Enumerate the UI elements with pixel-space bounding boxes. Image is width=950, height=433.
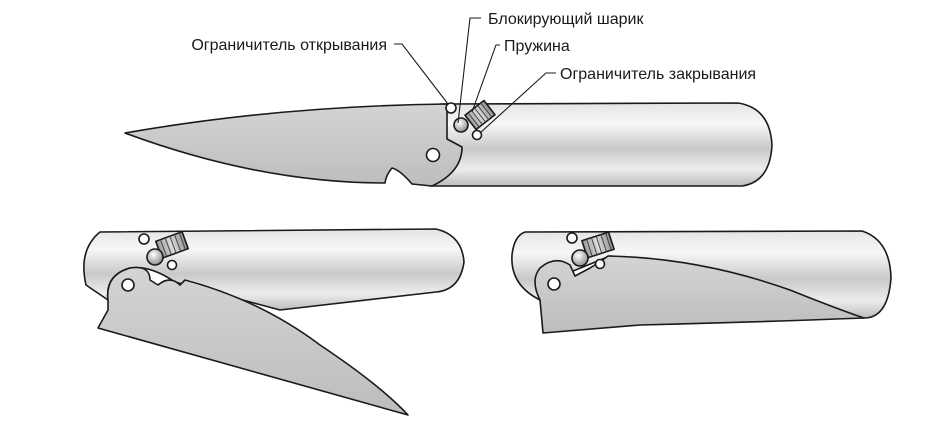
lock-ball-open [453,117,469,133]
blade-open [124,103,463,187]
knife-half-open [83,228,465,416]
spring-open [464,99,496,131]
lock-ball-closed [571,249,589,267]
leader-lines [394,17,556,134]
pivot-pin-half-open [121,278,135,292]
label-lock-ball: Блокирующий шарик [488,11,644,28]
blade-closed [534,255,865,334]
close-stop-pin-2 [166,259,178,271]
knife-open [124,99,773,187]
knife-closed [511,230,892,334]
spring-closed [581,231,615,259]
close-stop-pin-3 [594,258,606,270]
open-stop-pin [445,102,457,114]
blade-half-open [97,266,409,416]
pivot-pin-closed [547,277,561,291]
label-open-stop: Ограничитель открывания [191,37,387,54]
pivot-pin-open [425,147,441,163]
open-stop-pin-3 [566,232,578,244]
open-stop-pin-2 [138,233,150,245]
close-stop-pin [471,129,483,141]
label-spring: Пружина [504,38,570,55]
label-close-stop: Ограничитель закрывания [560,66,756,83]
lock-ball-half-open [146,248,164,266]
